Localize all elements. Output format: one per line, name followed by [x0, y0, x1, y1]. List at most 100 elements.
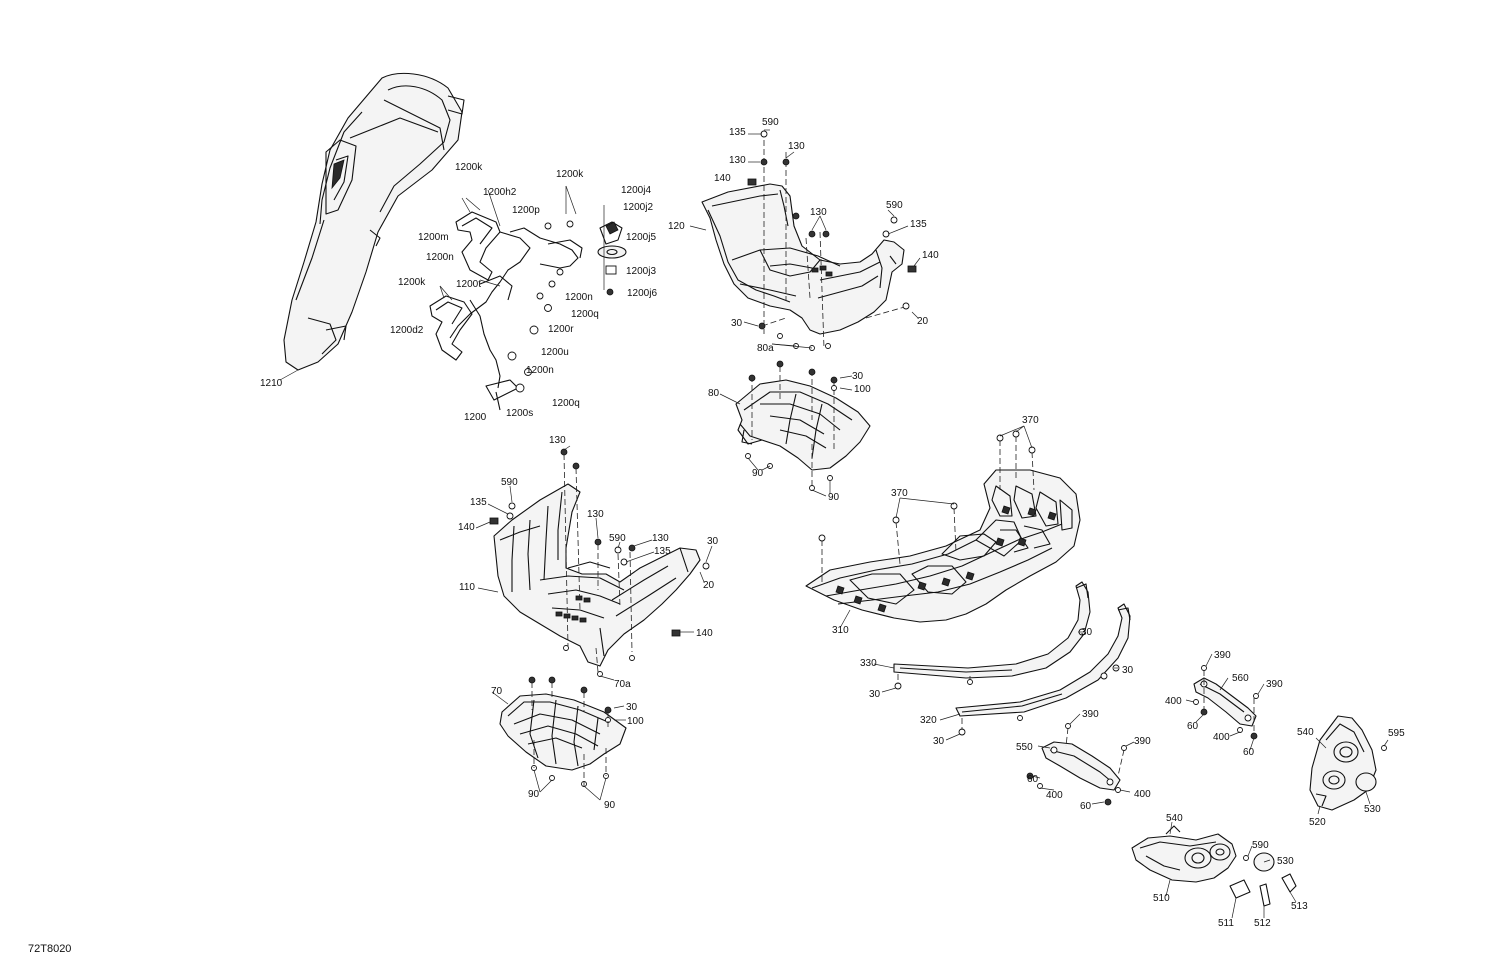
callout: 1200k — [455, 162, 483, 173]
callout: 1200n — [565, 292, 593, 303]
callout: 550 — [1016, 742, 1033, 753]
callout: 60 — [1187, 721, 1199, 732]
part-1210-storage-bag — [279, 72, 465, 381]
callout: 1200p — [512, 205, 540, 216]
callout: 400 — [1046, 790, 1063, 801]
callout: 100 — [627, 716, 644, 727]
callout: 60 — [1027, 774, 1039, 785]
callout: 590 — [501, 477, 518, 488]
callout: 520 — [1309, 817, 1326, 828]
callout: 1210 — [260, 378, 283, 389]
callout: 511 — [1218, 918, 1234, 929]
part-560-brace — [1185, 653, 1265, 751]
callout: 30 — [626, 702, 638, 713]
callout: 590 — [1252, 840, 1269, 851]
callout: 90 — [528, 789, 540, 800]
callout: 140 — [696, 628, 713, 639]
callout: 595 — [1388, 728, 1405, 739]
part-1200-bracket-assembly — [429, 185, 627, 411]
callout: 135 — [729, 127, 746, 138]
callout: 1200k — [556, 169, 584, 180]
callout: 400 — [1134, 789, 1151, 800]
callout: 590 — [886, 200, 903, 211]
callout: 130 — [729, 155, 746, 166]
callout: 130 — [788, 141, 805, 152]
callout: 1200t — [456, 279, 481, 290]
callout: 130 — [652, 533, 669, 544]
callout: 310 — [832, 625, 849, 636]
callout: 390 — [1214, 650, 1231, 661]
part-80-rear-support — [719, 360, 871, 497]
callout: 510 — [1153, 893, 1170, 904]
callout: 140 — [714, 173, 731, 184]
callout: 1200j3 — [626, 266, 656, 277]
callout: 1200q — [571, 309, 599, 320]
callout: 370 — [891, 488, 908, 499]
callout: 400 — [1165, 696, 1182, 707]
callout: 1200j2 — [623, 202, 653, 213]
part-330-side-rail — [873, 581, 1091, 693]
callout: 20 — [703, 580, 715, 591]
callout: 1200k — [398, 277, 426, 288]
callout: 110 — [459, 582, 475, 593]
callout: 130 — [549, 435, 566, 446]
callout: 135 — [910, 219, 927, 230]
callout: 1200j4 — [621, 185, 651, 196]
callout: 90 — [604, 800, 616, 811]
callout: 80a — [757, 343, 774, 354]
callout-labels: 1210 1200k 1200k 1200k 1200h2 1200j4 120… — [260, 117, 1405, 929]
callout: 370 — [1022, 415, 1039, 426]
callout: 90 — [828, 492, 840, 503]
callout: 1200m — [418, 232, 449, 243]
callout: 400 — [1213, 732, 1230, 743]
part-320-side-rail — [939, 603, 1131, 741]
part-70-footrest-grille — [491, 676, 627, 801]
callout: 530 — [1277, 856, 1294, 867]
part-120-upper-fender — [689, 129, 921, 351]
callout: 70a — [614, 679, 631, 690]
callout: 1200s — [506, 408, 533, 419]
callout: 390 — [1266, 679, 1283, 690]
callout: 540 — [1166, 813, 1183, 824]
callout: 60 — [1243, 747, 1255, 758]
callout: 1200 — [464, 412, 487, 423]
callout: 1200h2 — [483, 187, 517, 198]
callout: 530 — [1364, 804, 1381, 815]
callout: 513 — [1291, 901, 1308, 912]
callout: 1200u — [541, 347, 569, 358]
callout: 30 — [1122, 665, 1134, 676]
diagram-id: 72T8020 — [28, 943, 71, 955]
callout: 1200q — [552, 398, 580, 409]
callout: 390 — [1082, 709, 1099, 720]
callout: 1200j5 — [626, 232, 656, 243]
callout: 560 — [1232, 673, 1249, 684]
callout: 512 — [1254, 918, 1271, 929]
callout: 30 — [933, 736, 945, 747]
callout: 30 — [869, 689, 881, 700]
callout: 20 — [917, 316, 929, 327]
part-510-light-housing — [1131, 821, 1297, 919]
callout: 100 — [854, 384, 871, 395]
callout: 120 — [668, 221, 685, 232]
part-550-brace — [1026, 713, 1135, 806]
callout: 90 — [752, 468, 764, 479]
callout: 140 — [922, 250, 939, 261]
callout: 390 — [1134, 736, 1151, 747]
callout: 70 — [491, 686, 503, 697]
callout: 135 — [654, 546, 671, 557]
callout: 1200r — [548, 324, 574, 335]
callout: 30 — [852, 371, 864, 382]
part-520-light-housing — [1309, 715, 1389, 815]
callout: 1200d2 — [390, 325, 424, 336]
callout: 1200j6 — [627, 288, 657, 299]
callout: 30 — [1081, 627, 1093, 638]
callout: 30 — [731, 318, 743, 329]
part-310-rear-rack — [805, 425, 1081, 629]
callout: 60 — [1080, 801, 1092, 812]
callout: 590 — [762, 117, 779, 128]
part-110-lower-fender — [475, 445, 713, 681]
callout: 590 — [609, 533, 626, 544]
callout: 80 — [708, 388, 720, 399]
callout: 140 — [458, 522, 475, 533]
